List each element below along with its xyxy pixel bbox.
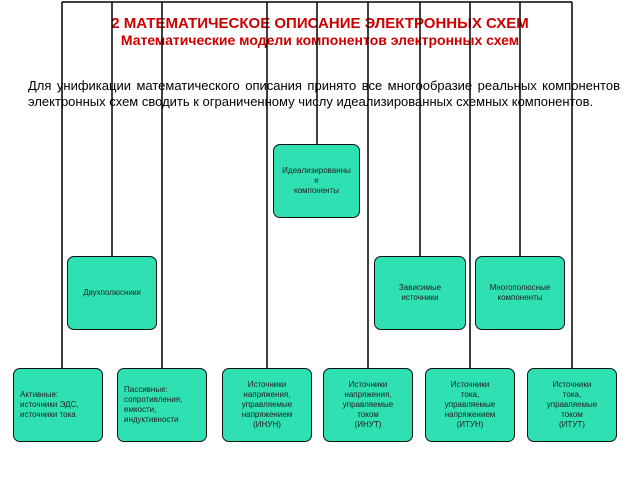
page-title: 2 МАТЕМАТИЧЕСКОЕ ОПИСАНИЕ ЭЛЕКТРОННЫХ СХ… <box>111 15 529 32</box>
node-passive: Пассивные: сопротивления, емкости, индук… <box>117 368 207 442</box>
node-two-pole: Двухполюсники <box>67 256 157 330</box>
node-itut: Источники тока, управляемые током (ИТУТ) <box>527 368 617 442</box>
node-inut: Источники напряжения, управляемые током … <box>323 368 413 442</box>
intro-paragraph: Для унификации математического описания … <box>28 78 620 109</box>
node-inun: Источники напряжения, управляемые напряж… <box>222 368 312 442</box>
node-idealized-components: Идеализированны е компоненты <box>273 144 360 218</box>
node-multi-pole: Многополюсные компоненты <box>475 256 565 330</box>
node-active: Активные: источники ЭДС, источники тока <box>13 368 103 442</box>
node-itun: Источники тока, управляемые напряжением … <box>425 368 515 442</box>
node-dependent-sources: Зависимые источники <box>374 256 466 330</box>
